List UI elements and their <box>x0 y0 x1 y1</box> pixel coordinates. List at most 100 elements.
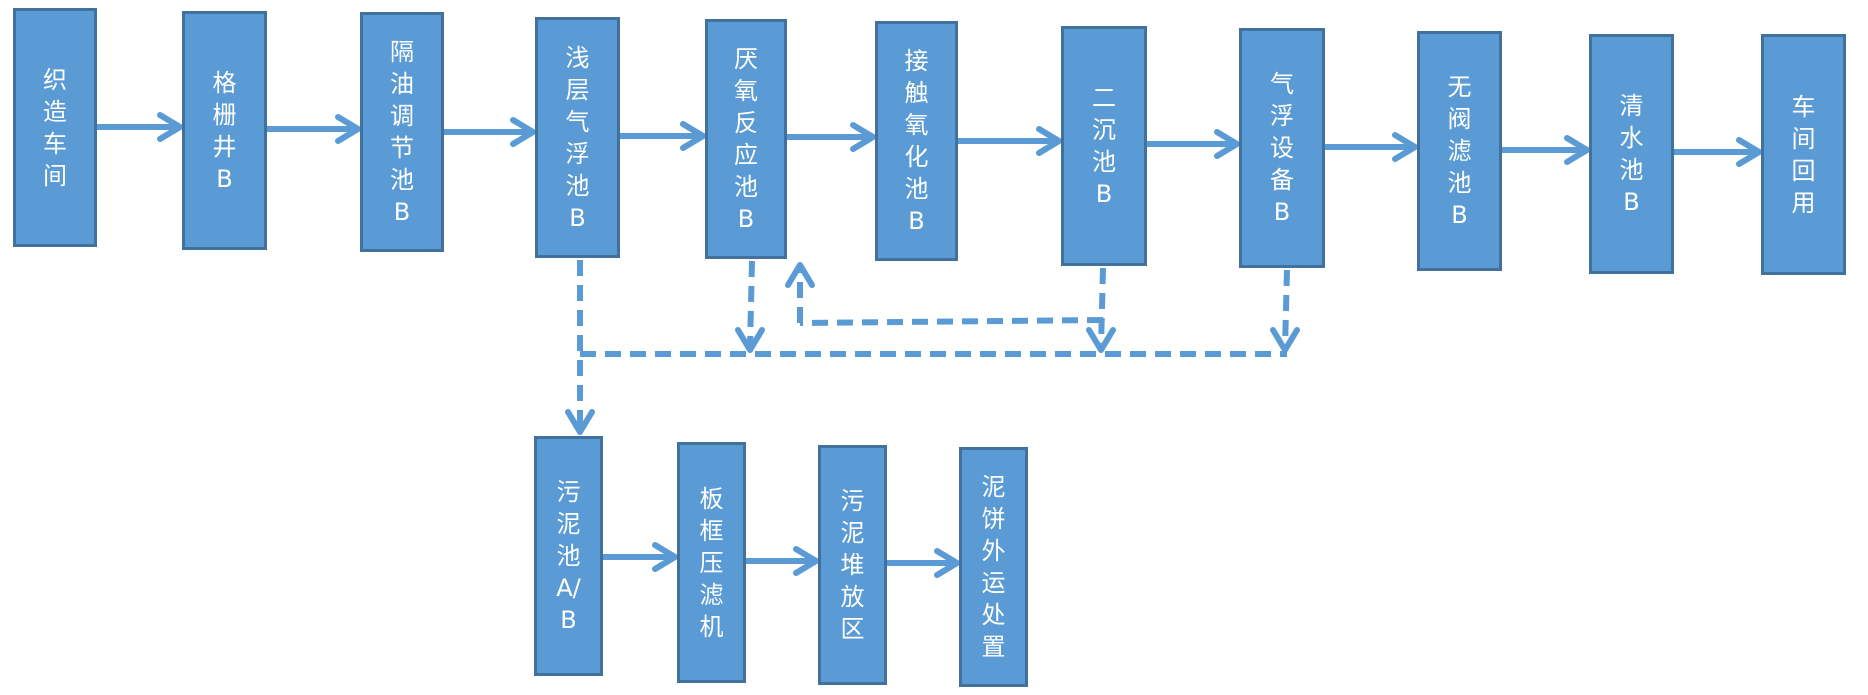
arrowhead-icon <box>510 117 536 147</box>
node-label-char: 井 <box>212 132 237 161</box>
node-label-char: 阀 <box>1447 105 1472 133</box>
node-label-char: 池 <box>1092 148 1116 176</box>
arrowhead-icon <box>157 112 183 142</box>
node-label-char: 车 <box>1791 92 1816 121</box>
node-label-char: 氧 <box>734 77 758 105</box>
node-label-char: 滤 <box>699 580 724 609</box>
arrowhead-icon <box>850 122 876 152</box>
node-label-char: 池 <box>390 166 414 194</box>
node-label-char: 节 <box>390 134 414 162</box>
node-label-char: 反 <box>734 109 758 137</box>
node-label-char: 堆 <box>840 551 865 579</box>
node-label-char: 二 <box>1092 84 1116 112</box>
node-label-char: 设 <box>1270 134 1294 162</box>
node-label-char: B <box>393 198 411 226</box>
node-label-char: 机 <box>699 612 724 641</box>
node-label-char: 备 <box>1270 166 1294 194</box>
node-label-char: A/ <box>556 574 581 602</box>
arrowhead-icon <box>1564 135 1590 165</box>
node-cake-disposal: 泥饼外运处置 <box>959 447 1028 687</box>
arrowhead-icon <box>335 114 361 144</box>
node-label-char: 气 <box>1270 70 1294 98</box>
node-label-char: 污 <box>556 478 581 506</box>
node-label-char: 化 <box>904 143 929 171</box>
node-workshop-reuse: 车间回用 <box>1761 34 1846 275</box>
node-label-char: 外 <box>981 537 1006 565</box>
node-label-char: 置 <box>981 633 1006 661</box>
node-label-char: B <box>1623 188 1640 216</box>
node-label-char: 浮 <box>1270 102 1294 130</box>
node-label-char: 造 <box>43 97 67 126</box>
node-label-char: 饼 <box>981 505 1006 533</box>
node-label-char: 框 <box>699 516 724 545</box>
node-label-char: 泥 <box>981 473 1006 501</box>
node-label-char: 氧 <box>904 111 929 139</box>
node-sludge-storage-area: 污泥堆放区 <box>818 445 887 685</box>
sludge-line-secondary-clarifier <box>1098 267 1106 349</box>
node-label-char: 间 <box>1791 124 1816 153</box>
node-label-char: 污 <box>840 487 865 515</box>
node-label-char: 泥 <box>556 510 581 538</box>
arrowhead-icon <box>1214 129 1240 159</box>
arrowhead-icon <box>652 542 678 572</box>
node-label-char: 池 <box>904 175 929 203</box>
arrowhead-icon <box>680 121 706 151</box>
node-label-char: B <box>569 203 586 232</box>
node-label-char: 板 <box>699 484 724 513</box>
node-label-char: 处 <box>981 601 1006 629</box>
node-label-char: B <box>1273 198 1291 226</box>
node-label-char: 无 <box>1447 73 1472 101</box>
arrowhead-icon <box>1392 132 1418 162</box>
node-label-char: 池 <box>565 171 590 200</box>
arrowhead-down-icon <box>1086 327 1116 353</box>
node-label-char: 格 <box>212 68 237 97</box>
node-label-char: 车 <box>43 129 67 158</box>
node-label-char: 池 <box>1447 169 1472 197</box>
node-label-char: 栅 <box>212 100 237 129</box>
sludge-return-line <box>799 317 1104 326</box>
arrowhead-down-icon <box>735 327 765 353</box>
node-label-char: B <box>1095 180 1113 208</box>
node-label-char: 池 <box>1619 156 1644 184</box>
sludge-line-anaerobic <box>747 260 755 349</box>
node-weaving-workshop: 织造车间 <box>13 8 97 247</box>
node-label-char: 清 <box>1619 92 1644 120</box>
node-label-char: 放 <box>840 583 865 611</box>
arrowhead-icon <box>1036 126 1062 156</box>
node-label-char: 池 <box>734 173 758 201</box>
node-label-char: B <box>560 606 577 634</box>
node-label-char: 浅 <box>565 43 590 72</box>
node-label-char: 间 <box>43 161 67 190</box>
arrowhead-icon <box>793 546 819 576</box>
node-label-char: 调 <box>390 102 414 130</box>
node-label-char: 用 <box>1791 188 1816 217</box>
node-label-char: 区 <box>840 615 865 643</box>
node-label-char: 隔 <box>390 38 414 66</box>
node-label-char: 织 <box>43 65 67 94</box>
node-label-char: 油 <box>390 70 414 98</box>
node-label-char: B <box>216 164 233 193</box>
arrowhead-down-icon <box>1270 327 1300 353</box>
sludge-line-flotation-equipment <box>1282 269 1290 349</box>
node-label-char: 应 <box>734 141 758 169</box>
node-label-char: B <box>908 207 925 235</box>
node-label-char: B <box>737 205 755 233</box>
node-label-char: 水 <box>1619 124 1644 152</box>
node-label-char: B <box>1451 201 1468 229</box>
node-plate-frame-filter-press: 板框压滤机 <box>677 442 746 683</box>
arrowhead-down-icon <box>565 409 595 435</box>
node-label-char: 沉 <box>1092 116 1116 144</box>
arrowhead-up-icon <box>785 262 815 288</box>
node-label-char: 泥 <box>840 519 865 547</box>
